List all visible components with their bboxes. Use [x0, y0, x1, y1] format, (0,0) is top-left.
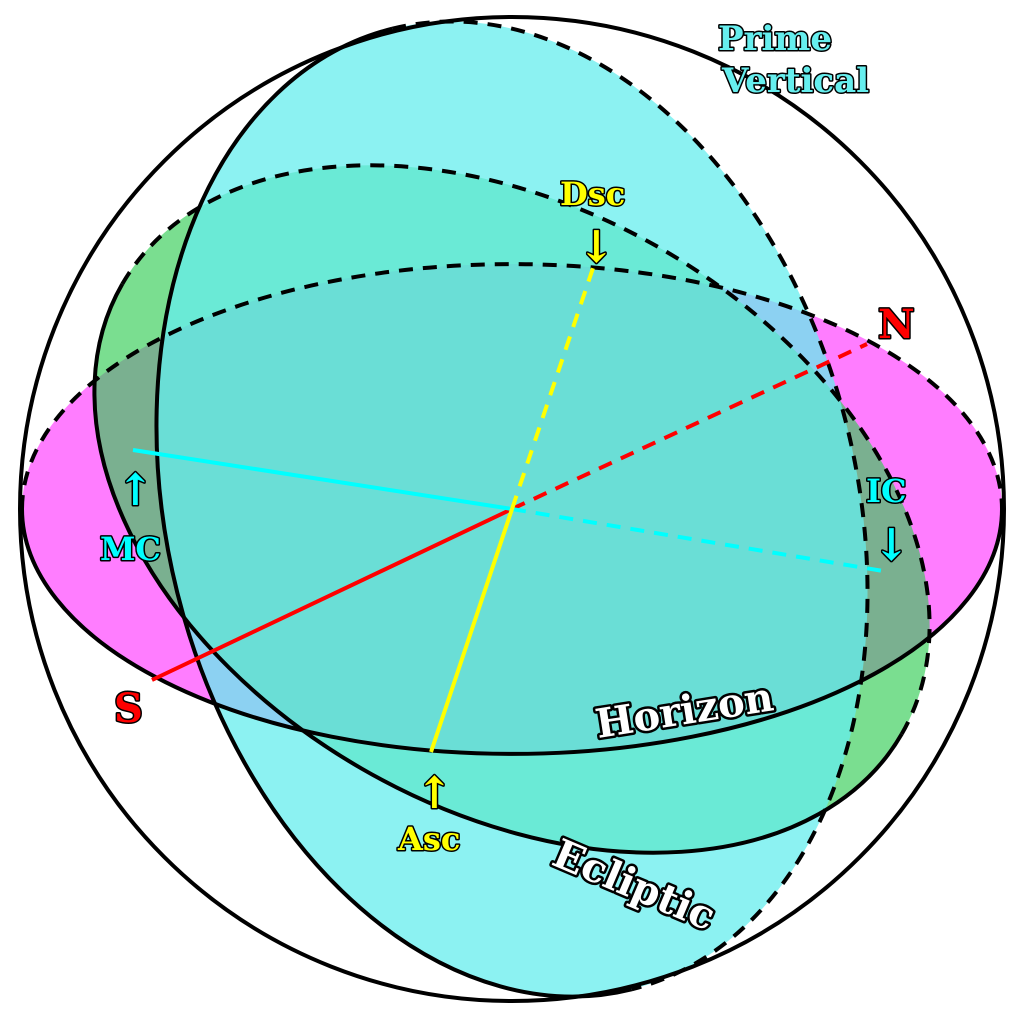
celestial-sphere-outline	[18, 15, 1006, 1003]
prime-vertical-label-line1: Prime	[718, 19, 832, 59]
prime-vertical-front-edge	[154, 26, 633, 999]
dsc-arrow-icon: ↓	[578, 222, 615, 273]
mc-label: MC	[100, 530, 161, 568]
ic-label: IC	[866, 472, 906, 510]
prime-vertical-back-edge	[391, 19, 870, 992]
asc-arrow-icon: ↑	[416, 768, 453, 819]
ecliptic-front-edge	[92, 283, 904, 855]
asc-label: Asc	[397, 820, 460, 858]
ic-arrow-icon: ↓	[873, 520, 910, 571]
ecliptic-back-edge	[120, 163, 932, 735]
north-meridian-line	[511, 342, 868, 511]
dsc-label: Dsc	[560, 175, 625, 213]
dsc-axis-line	[510, 267, 595, 510]
south-label: S	[114, 685, 143, 732]
asc-axis-line	[429, 508, 514, 753]
mc-arrow-icon: ↑	[117, 465, 154, 516]
prime-vertical-label-line2: Vertical	[721, 61, 869, 101]
north-label: N	[878, 301, 915, 348]
south-meridian-line	[151, 507, 513, 682]
mc-axis-line	[132, 448, 513, 511]
ic-axis-line	[511, 507, 890, 574]
horizon-front-edge	[20, 508, 1004, 756]
